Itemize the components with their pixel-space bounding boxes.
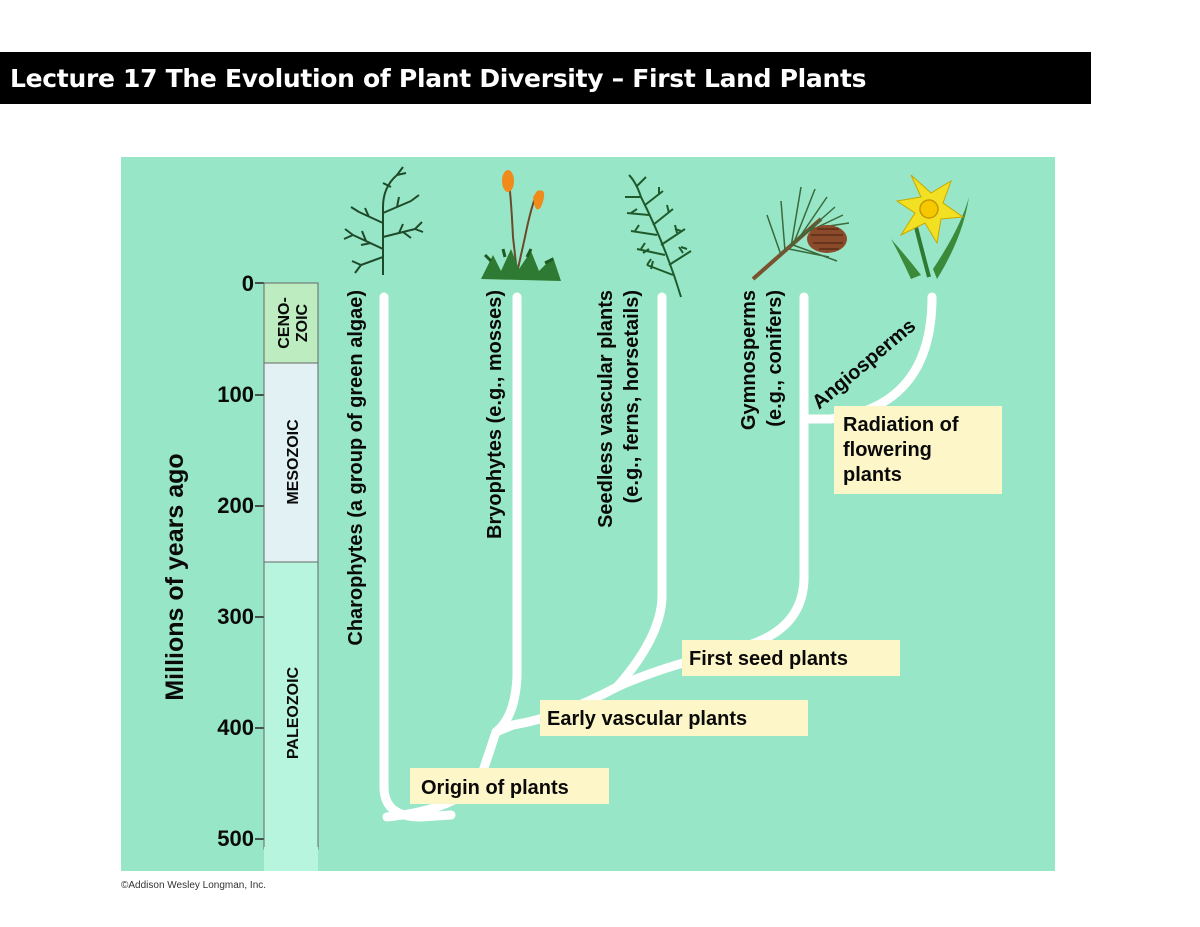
lineage-labels: Charophytes (a group of green algae) Bry… — [345, 290, 920, 646]
tick-label-300: 300 — [217, 604, 254, 629]
event-radiation-2: flowering — [843, 439, 932, 461]
tick-label-0: 0 — [242, 271, 254, 296]
title-bar: Lecture 17 The Evolution of Plant Divers… — [0, 52, 1091, 104]
phylogeny-diagram: Millions of years ago 0 100 200 300 400 … — [161, 166, 1002, 871]
lineage-charophytes: Charophytes (a group of green algae) — [345, 290, 367, 646]
lineage-seedless-1: Seedless vascular plants — [595, 290, 617, 528]
origin-box — [410, 768, 609, 804]
fern-icon — [625, 174, 692, 298]
event-radiation-1: Radiation of — [843, 414, 959, 436]
lineage-bryophytes: Bryophytes (e.g., mosses) — [484, 290, 506, 539]
axis-label: Millions of years ago — [161, 453, 189, 700]
era-paleozoic — [263, 561, 319, 850]
era-label-paleozoic: PALEOZOIC — [285, 666, 302, 759]
event-origin: Origin of plants — [421, 777, 569, 799]
lineage-gymnosperms-1: Gymnosperms — [738, 290, 760, 430]
tick-label-100: 100 — [217, 382, 254, 407]
lineage-seedless-2: (e.g., ferns, horsetails) — [621, 290, 643, 503]
copyright-credit: ©Addison Wesley Longman, Inc. — [121, 880, 267, 891]
event-early-vascular: Early vascular plants — [547, 708, 747, 730]
tick-label-500: 500 — [217, 826, 254, 851]
event-labels: Origin of plants Early vascular plants F… — [410, 406, 1002, 804]
phylogeny-figure: Millions of years ago 0 100 200 300 400 … — [121, 157, 1055, 871]
era-label-cenozoic-1: CENO- — [276, 297, 293, 349]
tick-label-200: 200 — [217, 493, 254, 518]
era-label-mesozoic: MESOZOIC — [285, 419, 302, 505]
time-scale: Millions of years ago 0 100 200 300 400 … — [161, 271, 319, 871]
era-label-cenozoic-2: ZOIC — [294, 303, 311, 342]
charophyte-icon — [343, 166, 424, 275]
moss-icon — [481, 170, 561, 281]
tick-marks — [255, 282, 264, 840]
daffodil-icon — [891, 174, 969, 279]
lineage-gymnosperms-2: (e.g., conifers) — [764, 290, 786, 427]
radiation-box — [834, 406, 1002, 494]
first-seed-box — [682, 640, 900, 676]
lineage-angiosperms: Angiosperms — [808, 315, 920, 414]
era-mesozoic — [263, 362, 319, 563]
slide-title: Lecture 17 The Evolution of Plant Divers… — [10, 64, 867, 93]
event-radiation-3: plants — [843, 464, 902, 486]
event-first-seed: First seed plants — [689, 648, 848, 670]
branch-seedless — [612, 292, 667, 692]
branch-charophytes — [379, 292, 456, 822]
pine-branch-icon — [751, 186, 850, 281]
early-vascular-box — [540, 700, 808, 736]
tick-label-400: 400 — [217, 715, 254, 740]
